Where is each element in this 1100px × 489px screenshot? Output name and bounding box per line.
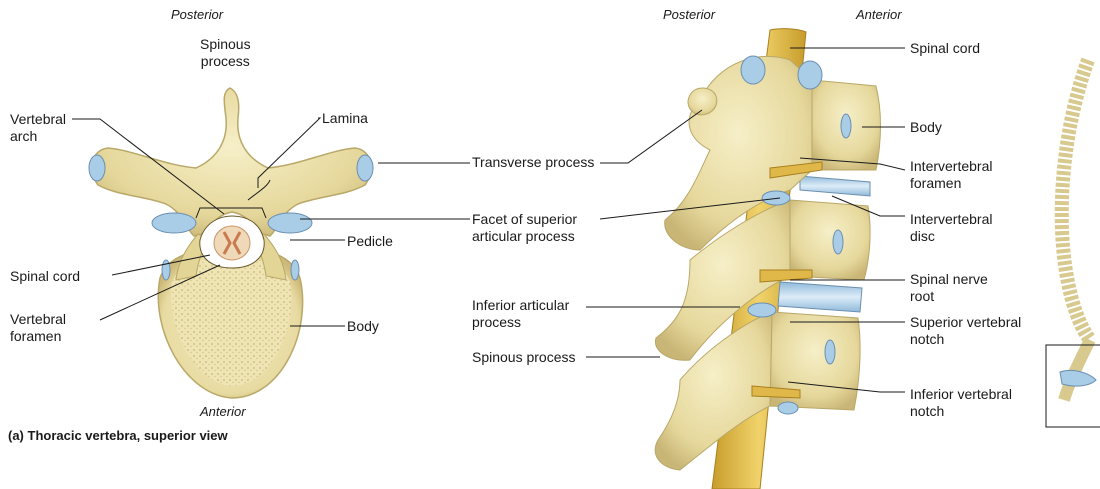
orientation-label-posterior: Posterior [171,6,223,23]
label-transverse-process: Transverse process [472,154,594,171]
label-facet-superior-articular: Facet of superior articular process [472,211,577,245]
vertebral-column-thumbnail [1046,60,1100,427]
orientation-label-anterior: Anterior [200,403,246,420]
orientation-label-posterior-b: Posterior [663,6,715,23]
label-spinal-cord-b: Spinal cord [910,40,980,57]
label-inferior-articular-process: Inferior articular process [472,297,569,331]
label-intervertebral-foramen: Intervertebral foramen [910,158,992,192]
label-superior-vertebral-notch: Superior vertebral notch [910,314,1021,348]
label-body-a: Body [347,318,379,335]
thoracic-vertebra-superior-view [89,88,373,398]
thoracic-column-lateral-view [655,29,880,489]
label-intervertebral-disc: Intervertebral disc [910,211,992,245]
label-inferior-vertebral-notch: Inferior vertebral notch [910,386,1012,420]
label-lamina: Lamina [322,110,368,127]
label-vertebral-arch: Vertebral arch [10,111,66,145]
label-spinous-process-b: Spinous process [472,349,576,366]
label-spinal-nerve-root: Spinal nerve root [910,271,988,305]
label-pedicle: Pedicle [347,233,393,250]
figure-caption-a: (a) Thoracic vertebra, superior view [8,428,228,443]
label-vertebral-foramen: Vertebral foramen [10,311,66,345]
orientation-label-anterior-b: Anterior [856,6,902,23]
label-body-b: Body [910,119,942,136]
label-spinal-cord-a: Spinal cord [10,268,80,285]
label-spinous-process: Spinous process [200,36,251,70]
